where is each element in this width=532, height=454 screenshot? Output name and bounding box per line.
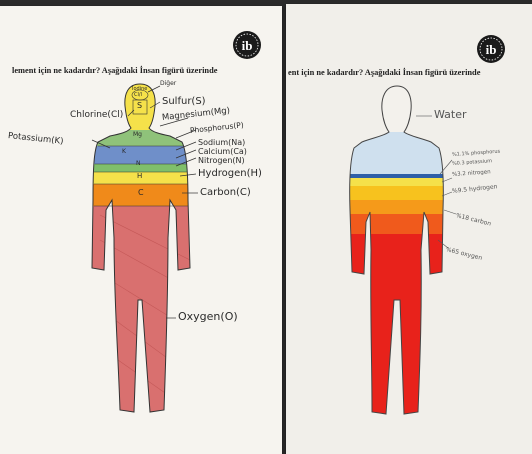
- right-figure-color-bands: [340, 80, 450, 424]
- band-label-c: C: [138, 188, 144, 197]
- label-nitrogen: Nitrogen(N): [198, 156, 245, 165]
- label-sulfur-region: S: [137, 101, 142, 110]
- band-label-mg: Mg: [133, 131, 142, 138]
- label-others: Diğer: [160, 80, 176, 87]
- label-hydrogen: Hydrogen(H): [198, 168, 262, 179]
- label-sulfur: Sulfur(S): [162, 96, 206, 107]
- instruction-text-right: ent için ne kadardır? Aşağıdaki İnsan fi…: [288, 68, 480, 77]
- label-sodium: Sodium(Na): [198, 138, 245, 147]
- band-label-h: H: [137, 172, 142, 180]
- band-label-n: N: [136, 160, 141, 167]
- label-chlorine-region: Cl/l: [134, 92, 142, 98]
- label-water: Water: [434, 108, 467, 121]
- label-chlorine: Chlorine(Cl): [70, 110, 123, 120]
- band-label-k: K: [122, 148, 126, 155]
- label-carbon: Carbon(C): [200, 187, 251, 198]
- svg-text:ib: ib: [486, 42, 497, 57]
- label-oxygen: Oxygen(O): [178, 310, 238, 323]
- ib-logo-right: ib: [476, 34, 506, 64]
- label-calcium: Calcium(Ca): [198, 147, 247, 156]
